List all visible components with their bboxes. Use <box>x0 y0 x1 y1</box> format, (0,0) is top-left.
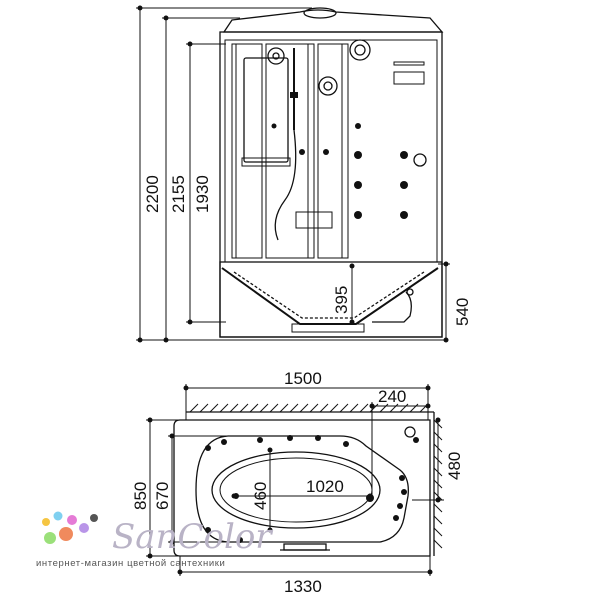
dim-height-inner: 1930 <box>193 175 212 213</box>
logo-dot <box>67 515 77 525</box>
top-plan-view <box>173 403 443 557</box>
dim-inner-length: 1020 <box>306 477 344 496</box>
dim-tub-width-inner: 670 <box>153 482 172 510</box>
logo-dot <box>79 523 89 533</box>
dim-corner-depth: 480 <box>445 452 464 480</box>
dim-tray-depth: 395 <box>332 286 351 314</box>
dim-height-cabin: 2155 <box>169 175 188 213</box>
dim-height-total: 2200 <box>143 175 162 213</box>
logo-brand-text: SanColor <box>112 517 273 557</box>
logo-dot <box>44 532 56 544</box>
logo-dot <box>53 511 63 521</box>
front-elevation-view <box>219 7 444 338</box>
elevation-dimensions: 2200 2155 1930 395 540 <box>136 5 472 343</box>
dim-width-total: 1500 <box>284 369 322 388</box>
logo-tagline: интернет-магазин цветной сантехники <box>36 558 225 569</box>
logo-dot <box>90 514 98 522</box>
dim-inner-width: 460 <box>251 482 270 510</box>
dim-tub-width-outer: 850 <box>131 482 150 510</box>
logo-dot <box>42 518 50 526</box>
dim-base-height: 540 <box>453 298 472 326</box>
dim-corner-width: 240 <box>378 387 406 406</box>
dim-tub-length: 1330 <box>284 577 322 596</box>
logo-color-dots <box>42 511 98 544</box>
sancolor-logo: SanColor интернет-магазин цветной сантех… <box>36 511 273 569</box>
logo-dot <box>59 527 73 541</box>
plan-dimensions: 1500 240 480 1020 460 850 <box>131 369 464 596</box>
